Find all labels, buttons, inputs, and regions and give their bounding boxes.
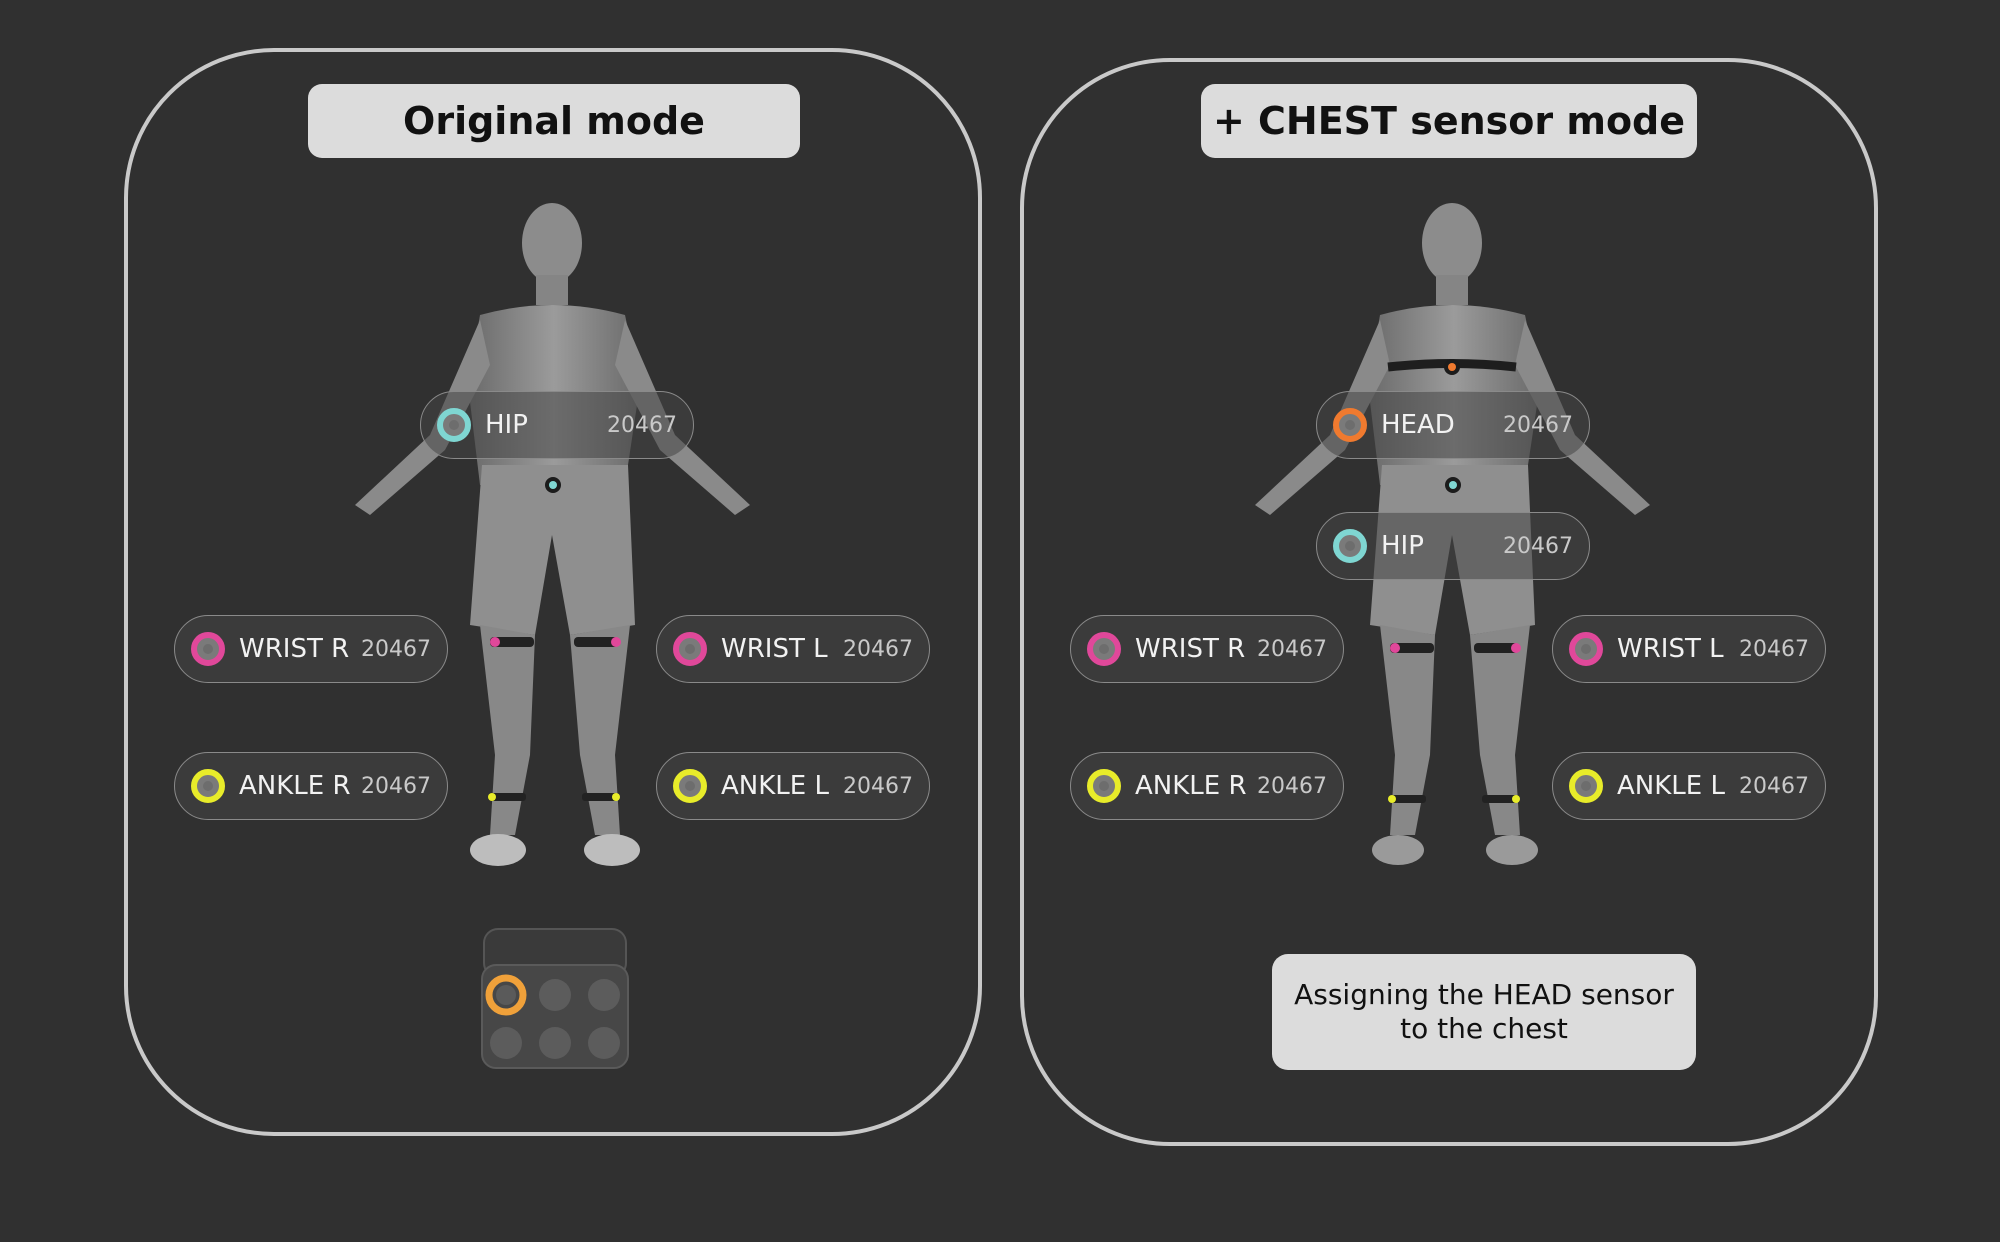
original-mode-title: Original mode xyxy=(308,84,800,158)
sensor-label: ANKLE R xyxy=(239,771,351,801)
sensor-charging-case-icon xyxy=(481,928,629,1069)
sensor-dot-icon xyxy=(1087,769,1121,803)
sensor-chip-wrist-r-right: WRIST R 20467 xyxy=(1070,615,1344,683)
sensor-label: WRIST R xyxy=(1135,634,1246,664)
sensor-chip-ankle-r-left: ANKLE R 20467 xyxy=(174,752,448,820)
sensor-dot-icon xyxy=(1333,529,1367,563)
sensor-chip-hip-left: HIP 20467 xyxy=(420,391,694,459)
sensor-dot-icon xyxy=(673,769,707,803)
sensor-label: WRIST L xyxy=(721,634,828,664)
sensor-chip-ankle-r-right: ANKLE R 20467 xyxy=(1070,752,1344,820)
sensor-label: ANKLE L xyxy=(1617,771,1725,801)
sensor-chip-ankle-l-right: ANKLE L 20467 xyxy=(1552,752,1826,820)
sensor-id: 20467 xyxy=(1503,412,1573,438)
sensor-dot-icon xyxy=(437,408,471,442)
sensor-label: HIP xyxy=(485,410,528,440)
sensor-id: 20467 xyxy=(1503,533,1573,559)
original-mode-panel xyxy=(124,48,982,1136)
sensor-chip-ankle-l-left: ANKLE L 20467 xyxy=(656,752,930,820)
sensor-chip-wrist-l-right: WRIST L 20467 xyxy=(1552,615,1826,683)
sensor-label: ANKLE R xyxy=(1135,771,1247,801)
sensor-id: 20467 xyxy=(843,773,913,799)
sensor-dot-icon xyxy=(1087,632,1121,666)
sensor-label: WRIST R xyxy=(239,634,350,664)
sensor-chip-wrist-l-left: WRIST L 20467 xyxy=(656,615,930,683)
sensor-id: 20467 xyxy=(607,412,677,438)
sensor-id: 20467 xyxy=(1257,636,1327,662)
sensor-chip-head-right: HEAD 20467 xyxy=(1316,391,1590,459)
chest-sensor-mode-panel xyxy=(1020,58,1878,1146)
sensor-label: ANKLE L xyxy=(721,771,829,801)
sensor-dot-icon xyxy=(191,769,225,803)
sensor-dot-icon xyxy=(1333,408,1367,442)
sensor-dot-icon xyxy=(191,632,225,666)
sensor-label: HEAD xyxy=(1381,410,1455,440)
sensor-id: 20467 xyxy=(1739,636,1809,662)
sensor-id: 20467 xyxy=(1739,773,1809,799)
sensor-id: 20467 xyxy=(843,636,913,662)
sensor-dot-icon xyxy=(673,632,707,666)
sensor-label: WRIST L xyxy=(1617,634,1724,664)
sensor-dot-icon xyxy=(1569,769,1603,803)
chest-sensor-mode-title: + CHEST sensor mode xyxy=(1201,84,1697,158)
sensor-dot-icon xyxy=(1569,632,1603,666)
sensor-chip-wrist-r-left: WRIST R 20467 xyxy=(174,615,448,683)
sensor-chip-hip-right: HIP 20467 xyxy=(1316,512,1590,580)
sensor-label: HIP xyxy=(1381,531,1424,561)
assignment-caption: Assigning the HEAD sensor to the chest xyxy=(1272,954,1696,1070)
sensor-id: 20467 xyxy=(1257,773,1327,799)
sensor-id: 20467 xyxy=(361,773,431,799)
sensor-id: 20467 xyxy=(361,636,431,662)
